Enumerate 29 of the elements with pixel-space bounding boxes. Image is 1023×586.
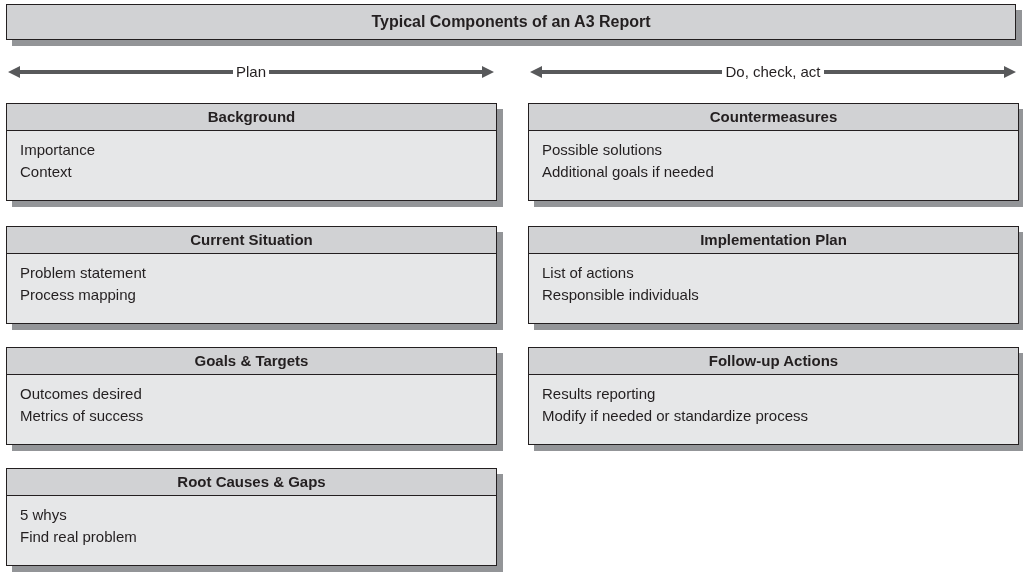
item-text: Results reporting — [542, 384, 657, 404]
section-box — [6, 226, 497, 324]
section-box — [6, 468, 497, 566]
item-text: Context — [20, 162, 73, 182]
section-title: Implementation Plan — [700, 229, 847, 250]
section-title: Background — [207, 106, 296, 127]
item-text: Additional goals if needed — [542, 162, 715, 182]
item-text: Problem statement — [20, 263, 147, 283]
section-box — [528, 226, 1019, 324]
item-text: Responsible individuals — [542, 285, 700, 305]
item-text: 5 whys — [20, 505, 68, 525]
section-box — [528, 103, 1019, 201]
section-box — [528, 347, 1019, 445]
section-title: Goals & Targets — [194, 350, 309, 371]
section-title: Countermeasures — [709, 106, 838, 127]
section-title: Follow-up Actions — [708, 350, 839, 371]
section-title: Current Situation — [190, 229, 313, 250]
item-text: Possible solutions — [542, 140, 664, 160]
section-title: Root Causes & Gaps — [177, 471, 326, 492]
title: Typical Components of an A3 Report — [371, 12, 651, 32]
section-box — [6, 103, 497, 201]
item-text: List of actions — [542, 263, 635, 283]
item-text: Process mapping — [20, 285, 137, 305]
item-text: Modify if needed or standardize process — [542, 406, 809, 426]
section-box — [6, 347, 497, 445]
item-text: Importance — [20, 140, 97, 160]
item-text: Metrics of success — [20, 406, 145, 426]
item-text: Outcomes desired — [20, 384, 143, 404]
item-text: Find real problem — [20, 527, 138, 547]
